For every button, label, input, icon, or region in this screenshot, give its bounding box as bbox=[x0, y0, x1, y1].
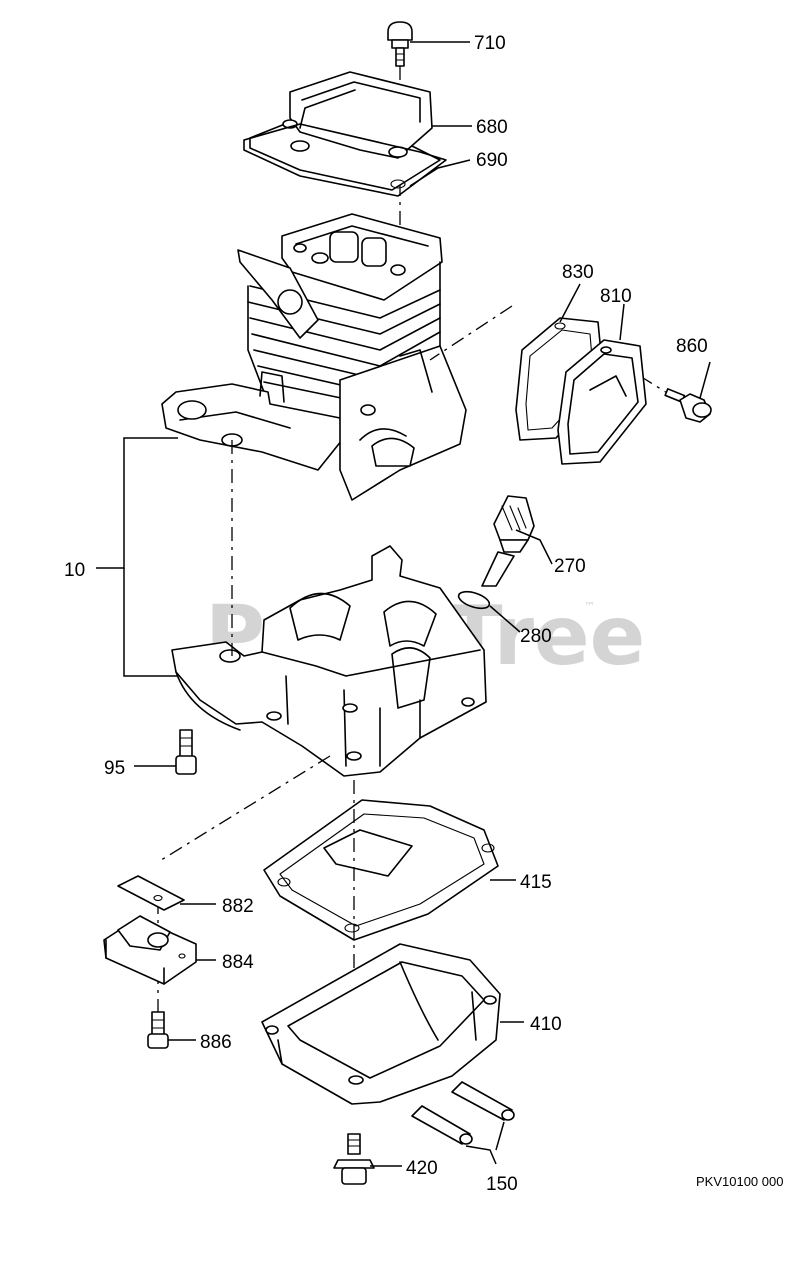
callout-270: 270 bbox=[554, 556, 586, 577]
part-lower-crankcase bbox=[171, 545, 487, 777]
callout-882: 882 bbox=[222, 896, 254, 917]
part-cylinder-fins bbox=[237, 249, 441, 405]
callout-860: 860 bbox=[676, 336, 708, 357]
callout-95: 95 bbox=[104, 758, 125, 779]
callout-690: 690 bbox=[476, 150, 508, 171]
part-280-o-ring[interactable] bbox=[457, 588, 492, 611]
part-420-drain-bolt[interactable] bbox=[333, 1133, 375, 1185]
callout-150: 150 bbox=[486, 1174, 518, 1195]
drawing-code: PKV10100 000 bbox=[696, 1174, 783, 1189]
callout-884: 884 bbox=[222, 952, 254, 973]
callout-810: 810 bbox=[600, 286, 632, 307]
part-710-bolt[interactable] bbox=[387, 21, 413, 67]
callout-680: 680 bbox=[476, 117, 508, 138]
callout-415: 415 bbox=[520, 872, 552, 893]
callout-280: 280 bbox=[520, 626, 552, 647]
part-410-oil-pan[interactable] bbox=[261, 943, 501, 1105]
part-886-bolt[interactable] bbox=[147, 1011, 169, 1049]
part-680-valve-cover[interactable] bbox=[249, 71, 441, 191]
part-150-pins[interactable] bbox=[411, 1081, 515, 1145]
part-270-dipstick[interactable] bbox=[481, 495, 535, 587]
part-cylinder-head bbox=[281, 213, 443, 301]
callout-410: 410 bbox=[530, 1014, 562, 1035]
part-95-bolt[interactable] bbox=[175, 729, 197, 775]
callout-10: 10 bbox=[64, 560, 85, 581]
part-860-bolt[interactable] bbox=[664, 388, 712, 423]
part-882-plate[interactable] bbox=[117, 875, 185, 911]
callout-710: 710 bbox=[474, 33, 506, 54]
callout-labels: 710 680 690 830 810 860 270 280 10 95 41… bbox=[64, 33, 708, 1195]
part-884-block[interactable] bbox=[103, 915, 197, 985]
callout-830: 830 bbox=[562, 262, 594, 283]
part-810-breather-cover[interactable] bbox=[557, 339, 647, 465]
callout-420: 420 bbox=[406, 1158, 438, 1179]
callout-886: 886 bbox=[200, 1032, 232, 1053]
leader-lines bbox=[96, 41, 711, 1167]
part-upper-crankcase bbox=[161, 345, 467, 501]
watermark-trademark: ™ bbox=[584, 600, 595, 613]
part-415-gasket[interactable] bbox=[263, 799, 499, 941]
